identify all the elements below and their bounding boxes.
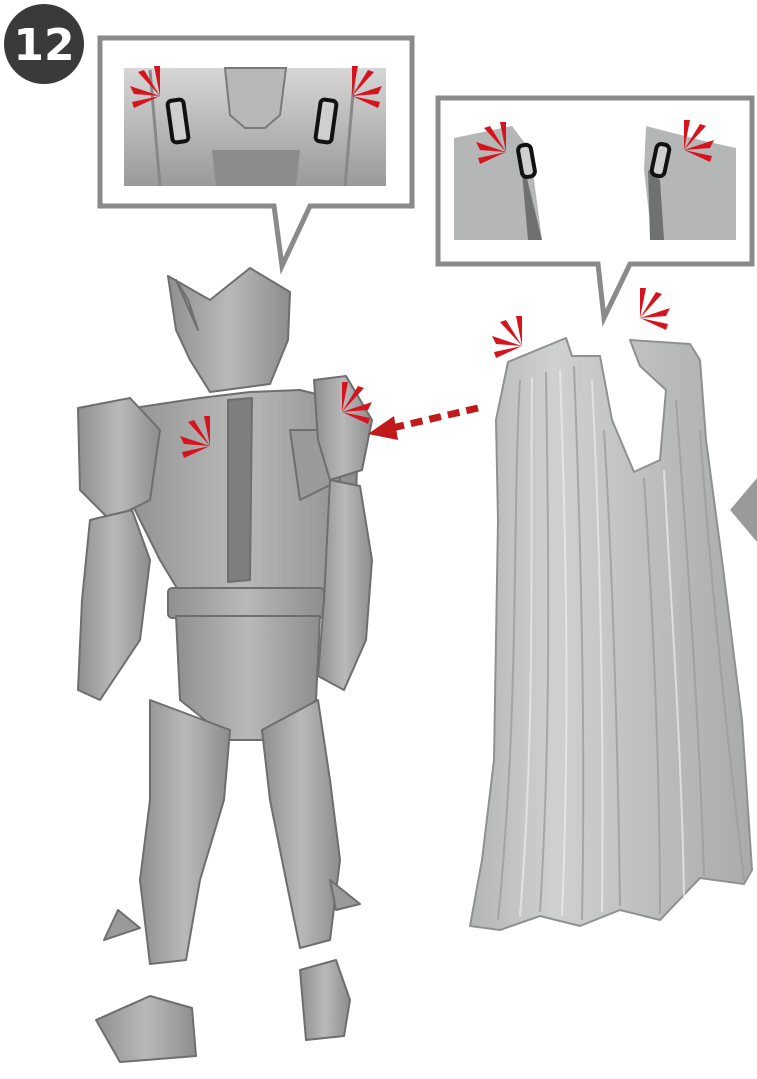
dashed-arrow-icon [368, 404, 479, 440]
robot-belt [167, 587, 325, 619]
step-badge: 12 [4, 4, 84, 84]
next-step-arrow-icon [730, 478, 757, 542]
peg-slot-icon [165, 97, 191, 145]
red-burst-icon [640, 288, 670, 330]
callout-cape-tabs [435, 95, 755, 327]
callout-back-slots [97, 35, 415, 275]
robot-left-leg [139, 699, 231, 965]
robot-left-arm [77, 509, 151, 701]
robot-head [167, 267, 291, 393]
step-number: 12 [13, 20, 74, 71]
peg-slot-icon [313, 97, 339, 145]
peg-slot-icon [649, 142, 672, 179]
robot-left-foot [95, 995, 197, 1063]
robot-right-arm [317, 479, 373, 691]
robot-right-leg [261, 699, 341, 949]
peg-slot-icon [516, 142, 537, 180]
robot-right-foot [299, 959, 351, 1041]
cape [469, 337, 753, 931]
robot-left-shoulder [77, 397, 161, 521]
robot-right-shoulder [313, 375, 373, 481]
robot-figure [77, 267, 373, 1063]
red-burst-icon [492, 316, 522, 358]
